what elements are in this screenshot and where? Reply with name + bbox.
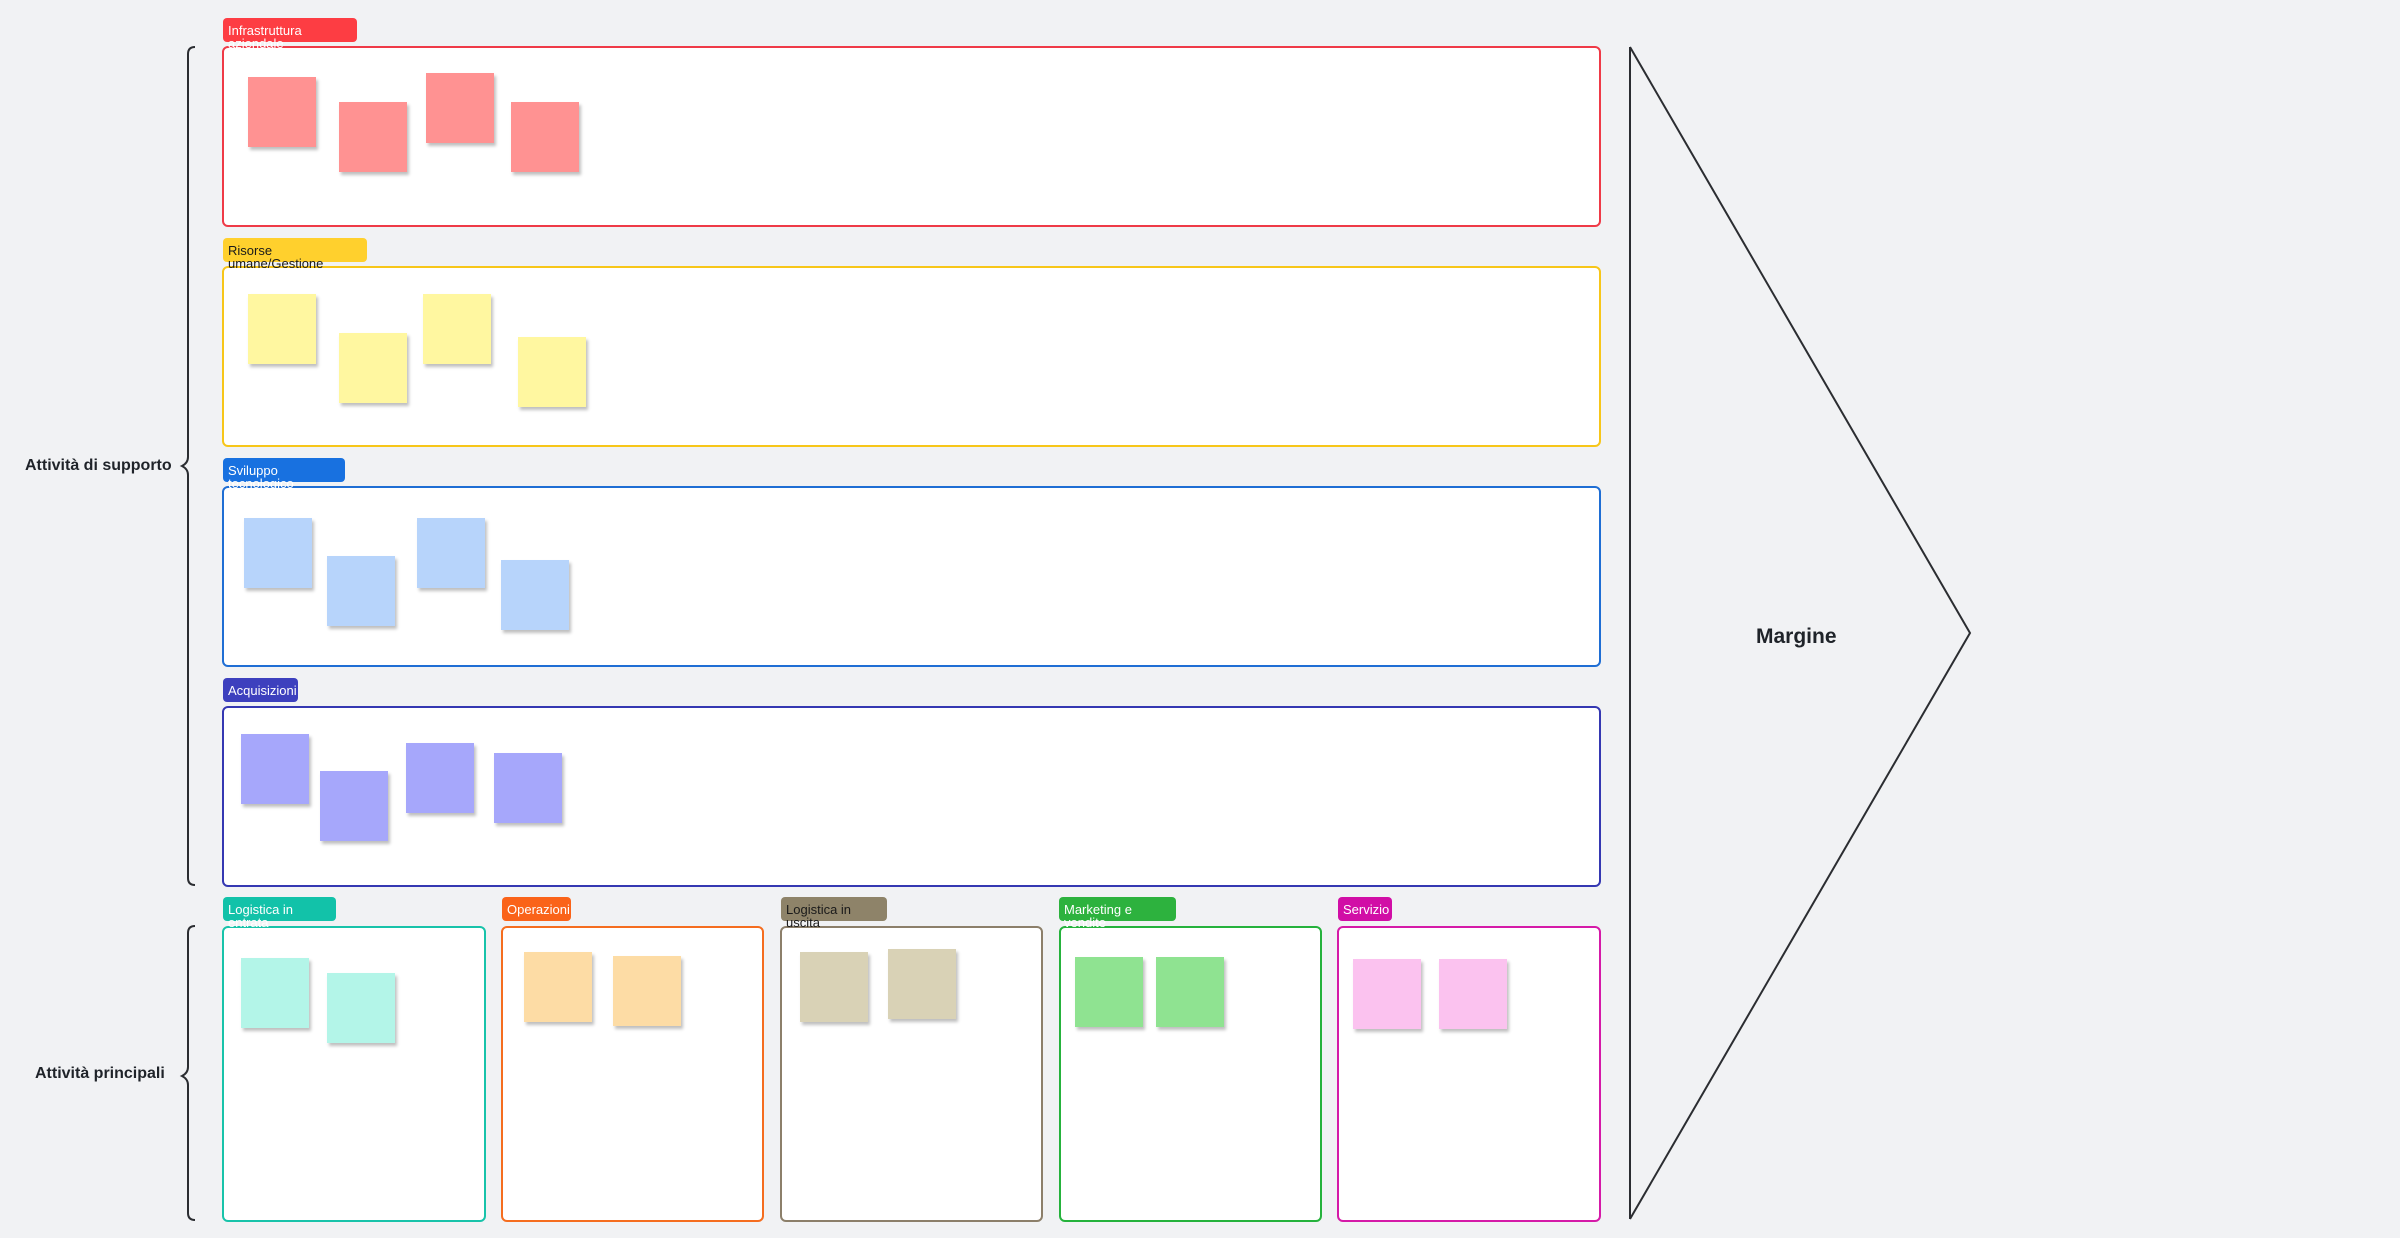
- sticky-note[interactable]: [248, 294, 316, 364]
- sticky-note[interactable]: [423, 294, 491, 364]
- margin-arrow: [1629, 46, 1972, 1220]
- sticky-note[interactable]: [241, 958, 309, 1028]
- sticky-note[interactable]: [613, 956, 681, 1026]
- tag-logistica-entrata[interactable]: Logistica in entrata: [223, 897, 336, 929]
- tag-acquisizioni[interactable]: Acquisizioni: [223, 678, 298, 702]
- support-brace: [179, 46, 196, 886]
- sticky-note[interactable]: [1075, 957, 1143, 1027]
- sticky-note[interactable]: [494, 753, 562, 823]
- sticky-note[interactable]: [248, 77, 316, 147]
- tag-infrastruttura[interactable]: Infrastruttura aziendale: [223, 18, 357, 50]
- tag-risorse-umane[interactable]: Risorse umane/Gestione: [223, 238, 367, 270]
- sticky-note[interactable]: [511, 102, 579, 172]
- sticky-note[interactable]: [339, 333, 407, 403]
- tag-sviluppo-tecnologico[interactable]: Sviluppo tecnologico: [223, 458, 345, 490]
- sticky-note[interactable]: [426, 73, 494, 143]
- tag-marketing-vendite[interactable]: Marketing e vendite: [1059, 897, 1176, 929]
- tag-operazioni[interactable]: Operazioni: [502, 897, 571, 921]
- primary-brace: [179, 925, 196, 1221]
- tag-logistica-uscita[interactable]: Logistica in uscita: [781, 897, 887, 929]
- sticky-note[interactable]: [1439, 959, 1507, 1029]
- sticky-note[interactable]: [417, 518, 485, 588]
- support-activities-label: Attività di supporto: [25, 457, 172, 474]
- sticky-note[interactable]: [524, 952, 592, 1022]
- tag-servizio[interactable]: Servizio: [1338, 897, 1392, 921]
- sticky-note[interactable]: [339, 102, 407, 172]
- sticky-note[interactable]: [518, 337, 586, 407]
- sticky-note[interactable]: [320, 771, 388, 841]
- margin-label: Margine: [1756, 625, 1837, 648]
- sticky-note[interactable]: [327, 973, 395, 1043]
- sticky-note[interactable]: [888, 949, 956, 1019]
- sticky-note[interactable]: [501, 560, 569, 630]
- sticky-note[interactable]: [244, 518, 312, 588]
- sticky-note[interactable]: [327, 556, 395, 626]
- sticky-note[interactable]: [800, 952, 868, 1022]
- sticky-note[interactable]: [406, 743, 474, 813]
- sticky-note[interactable]: [1156, 957, 1224, 1027]
- sticky-note[interactable]: [1353, 959, 1421, 1029]
- primary-activities-label: Attività principali: [35, 1065, 165, 1082]
- sticky-note[interactable]: [241, 734, 309, 804]
